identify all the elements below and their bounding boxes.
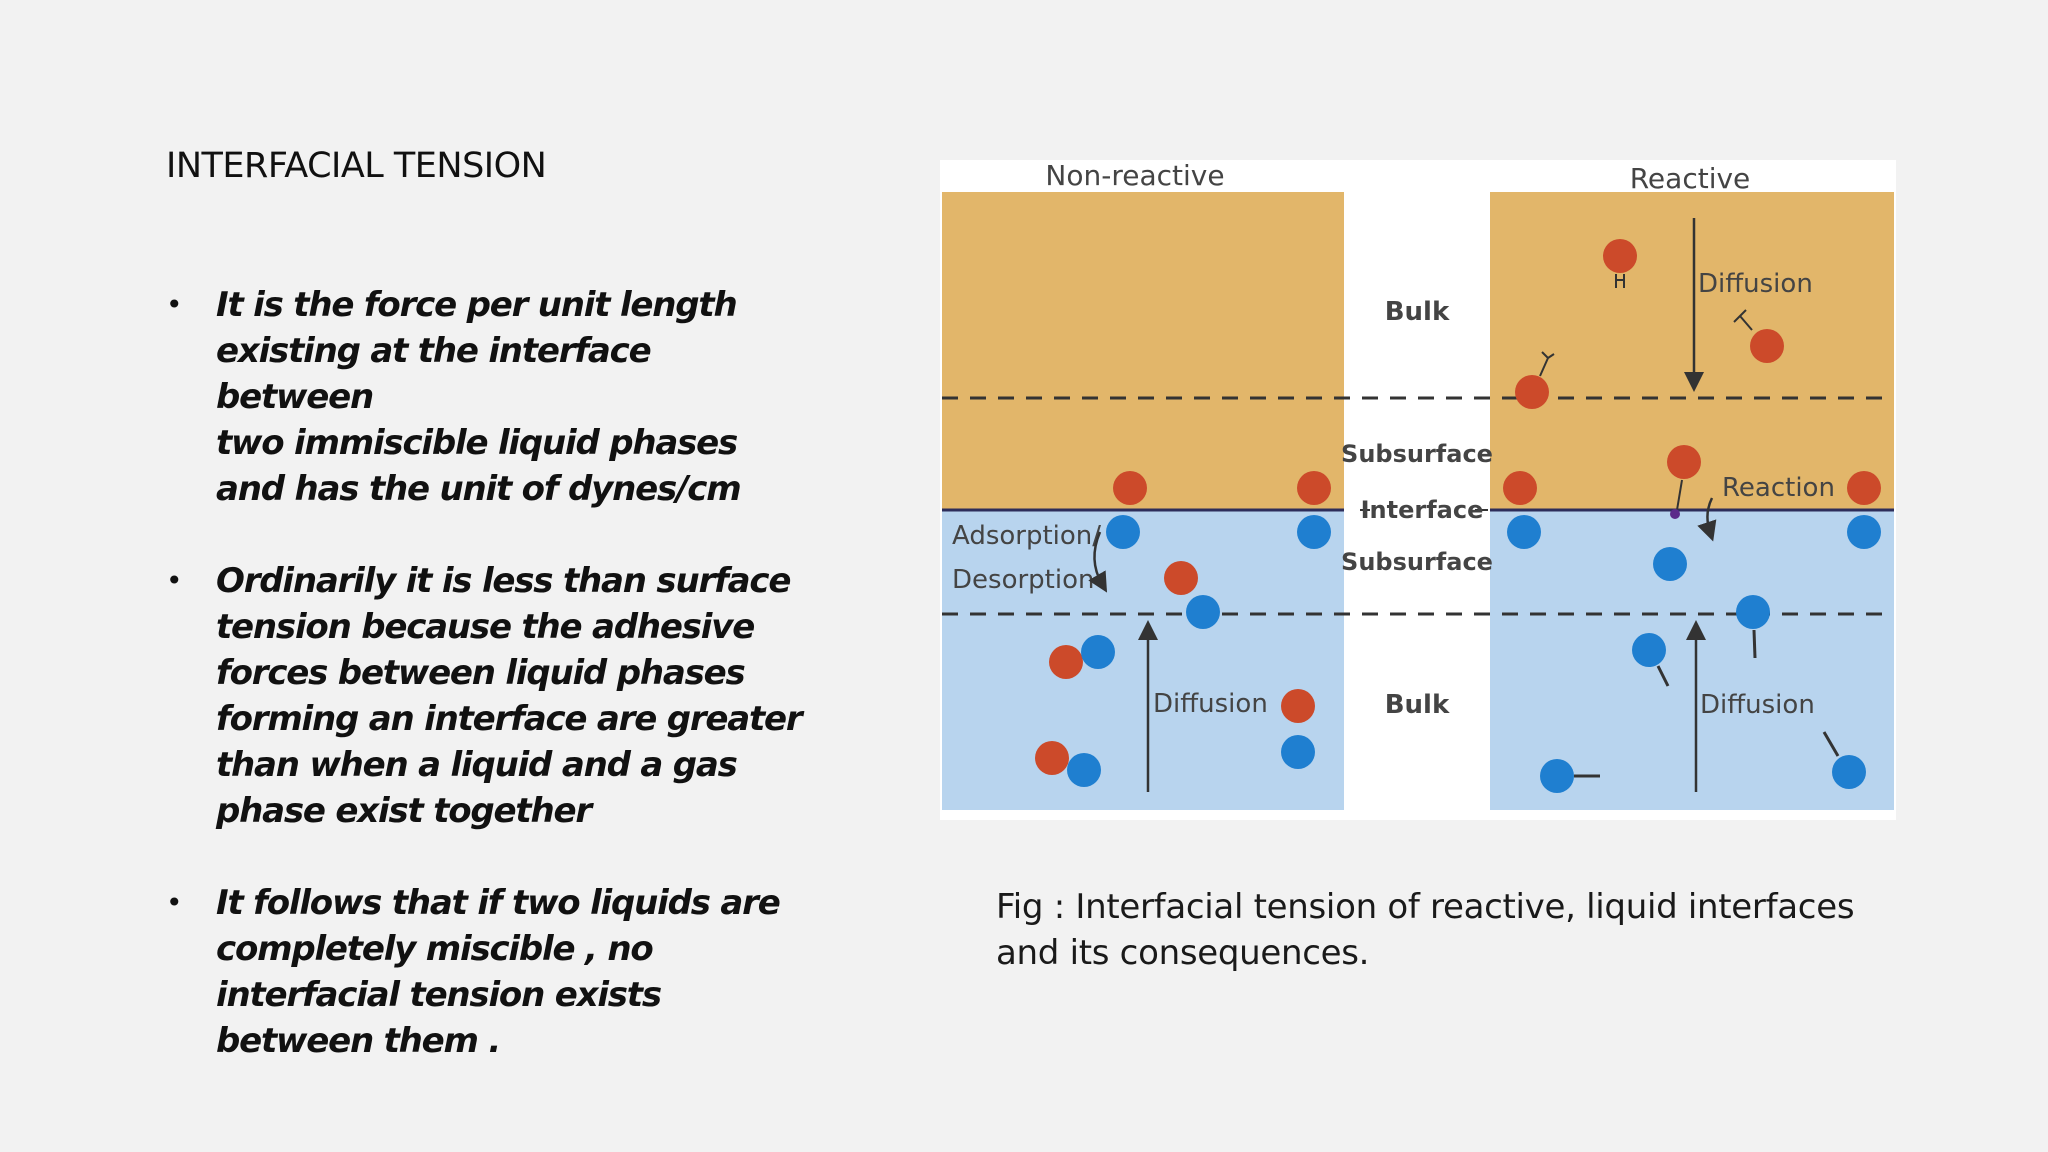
red-molecule — [1164, 561, 1198, 595]
label-bulk-bottom: Bulk — [1385, 690, 1450, 720]
red-molecule — [1603, 239, 1637, 273]
label-bulk-top: Bulk — [1385, 297, 1450, 327]
bullet-text: It is the force per unit length existing… — [216, 285, 742, 509]
reaction-arrow — [1697, 497, 1717, 542]
left-water-phase — [942, 510, 1344, 810]
reactive-tail — [1539, 351, 1555, 377]
red-molecule — [1750, 329, 1784, 363]
adsorption-arrow — [1088, 531, 1108, 593]
red-molecule — [1049, 645, 1083, 679]
red-molecule — [1667, 445, 1701, 479]
reactive-tail — [1822, 731, 1840, 757]
label-desorption: Desorption — [952, 565, 1094, 595]
red-molecule — [1281, 689, 1315, 723]
figure-caption: Fig : Interfacial tension of reactive, l… — [996, 887, 1855, 973]
blue-molecule — [1832, 755, 1866, 789]
label-subsurface-bottom: Subsurface — [1341, 548, 1493, 576]
bullet-item: • It follows that if two liquids are com… — [166, 880, 806, 1064]
diagram-svg: Non-reactive Reactive Bulk Subsurface In… — [940, 160, 1896, 820]
red-molecule — [1113, 471, 1147, 505]
label-adsorption: Adsorption/ — [952, 521, 1101, 551]
reactive-tail — [1733, 309, 1753, 331]
bullet-item: • Ordinarily it is less than surface ten… — [166, 558, 806, 834]
reaction-site — [1670, 509, 1680, 519]
red-molecule — [1515, 375, 1549, 409]
red-molecule — [1503, 471, 1537, 505]
label-diffusion-left: Diffusion — [1153, 689, 1268, 719]
reactive-tail — [1656, 665, 1670, 687]
label-interface: Interface — [1361, 496, 1484, 524]
label-reaction: Reaction — [1722, 473, 1835, 503]
blue-molecule — [1106, 515, 1140, 549]
bullet-icon: • — [166, 564, 183, 597]
blue-molecule — [1736, 595, 1770, 629]
blue-molecule — [1847, 515, 1881, 549]
reactive-tail — [1615, 274, 1625, 288]
bullet-icon: • — [166, 288, 183, 321]
blue-molecule — [1507, 515, 1541, 549]
red-molecule — [1035, 741, 1069, 775]
slide-title: INTERFACIAL TENSION — [166, 146, 547, 186]
label-subsurface-top: Subsurface — [1341, 440, 1493, 468]
blue-molecule — [1540, 759, 1574, 793]
panel-title-left: Non-reactive — [1045, 160, 1224, 192]
interface-diagram: Non-reactive Reactive Bulk Subsurface In… — [940, 160, 1896, 820]
red-molecule — [1297, 471, 1331, 505]
reactive-tail — [1752, 629, 1757, 659]
label-diffusion-right-top: Diffusion — [1698, 269, 1813, 299]
bullet-icon: • — [166, 886, 183, 919]
blue-molecule — [1632, 633, 1666, 667]
blue-molecule — [1297, 515, 1331, 549]
blue-molecule — [1186, 595, 1220, 629]
blue-molecule — [1081, 635, 1115, 669]
bullet-list: • It is the force per unit length existi… — [166, 282, 806, 1110]
blue-molecule — [1653, 547, 1687, 581]
left-oil-phase — [942, 192, 1344, 510]
bullet-text: Ordinarily it is less than surface tensi… — [216, 561, 803, 831]
blue-molecule — [1067, 753, 1101, 787]
red-molecule — [1847, 471, 1881, 505]
panel-title-right: Reactive — [1630, 162, 1751, 195]
bullet-item: • It is the force per unit length existi… — [166, 282, 806, 512]
blue-molecule — [1281, 735, 1315, 769]
label-diffusion-right-bottom: Diffusion — [1700, 690, 1815, 720]
bullet-text: It follows that if two liquids are compl… — [216, 883, 781, 1061]
